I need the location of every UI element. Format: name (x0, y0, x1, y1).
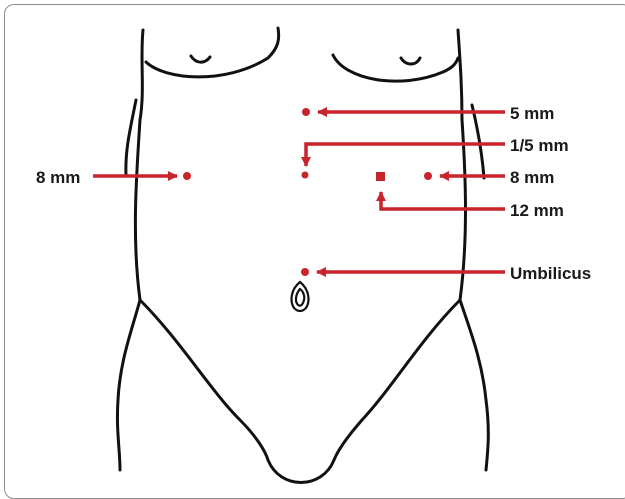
right-chest-curve (333, 55, 458, 81)
port-1-5mm-arrow (306, 144, 505, 166)
port-8mm-right-dot (424, 172, 432, 180)
port-5mm-dot (302, 108, 310, 116)
port-markers (93, 108, 505, 276)
port-12mm-arrow (381, 192, 505, 209)
umbilicus-dot (301, 268, 309, 276)
left-flank (117, 120, 140, 470)
torso-outline (117, 28, 488, 483)
label-1-5mm: 1/5 mm (510, 136, 569, 155)
right-groin-line (334, 300, 460, 460)
umbilicus-symbol (292, 282, 309, 311)
label-5mm: 5 mm (510, 104, 554, 123)
left-groin-line (140, 300, 268, 460)
port-1-5mm-dot (302, 172, 309, 179)
label-12mm: 12 mm (510, 201, 564, 220)
port-12mm-marker (376, 172, 385, 181)
port-8mm-left-dot (183, 172, 191, 180)
left-shoulder-line (140, 30, 143, 120)
left-chest-curve (146, 28, 279, 77)
left-nipple (191, 56, 210, 62)
right-shoulder-line (458, 30, 462, 120)
label-8mm-left: 8 mm (36, 168, 80, 187)
right-nipple (401, 58, 420, 64)
right-arm-edge (472, 105, 484, 178)
label-umbilicus: Umbilicus (510, 264, 591, 283)
left-arm-edge (126, 100, 136, 175)
crotch-curve (268, 460, 334, 483)
label-8mm-right: 8 mm (510, 168, 554, 187)
labels: 5 mm 1/5 mm 8 mm 8 mm 12 mm Umbilicus (36, 104, 591, 283)
